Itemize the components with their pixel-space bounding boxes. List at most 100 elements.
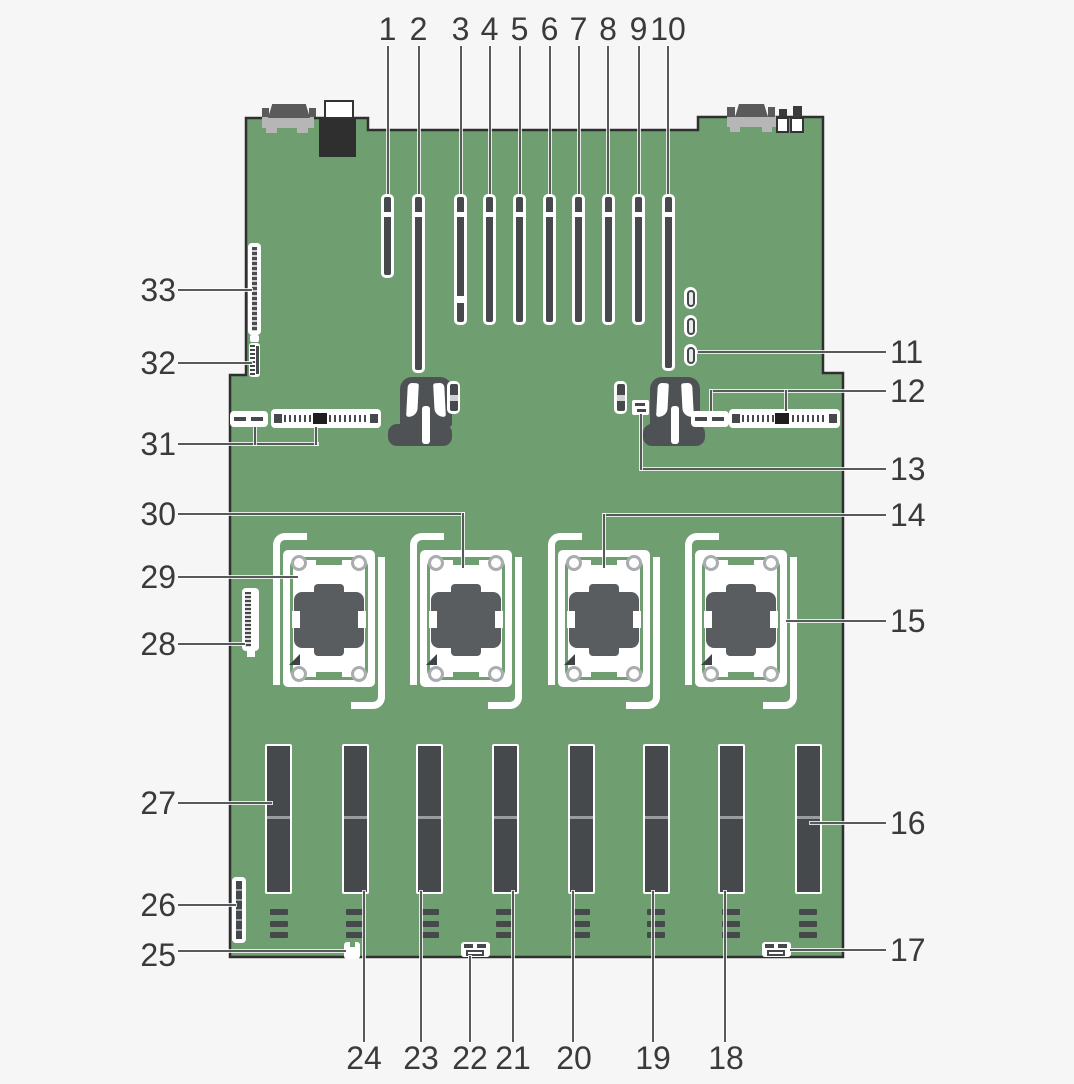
callout-30: 30 (140, 496, 176, 532)
cpu-die-tab (451, 584, 481, 594)
callout-1: 1 (378, 11, 397, 47)
cpu-socket-1 (283, 550, 375, 687)
memory-riser-slot-4 (491, 744, 519, 894)
callout-5: 5 (510, 11, 529, 47)
connector-28-foot (247, 651, 255, 657)
pin-dashes (799, 909, 817, 915)
slot-bar (546, 197, 553, 322)
rear-bracket-right-foot (762, 127, 772, 132)
callout-20: 20 (556, 1040, 592, 1076)
core (236, 881, 242, 939)
pin-dashes (572, 920, 590, 927)
vga-connector-left (268, 104, 310, 118)
slot-bar (493, 746, 517, 892)
cpu-socket-3-rail-left (548, 533, 582, 685)
leader-line-30 (178, 513, 464, 515)
cpu-die-notch (770, 611, 778, 628)
slot-bar (457, 197, 464, 322)
frame-notch (728, 672, 754, 680)
screw-icon (626, 555, 642, 571)
dash (464, 944, 473, 948)
dash (695, 417, 707, 421)
leader-line-30 (462, 513, 464, 568)
cpu-socket-1-rail-right (351, 557, 385, 709)
leader-line-8 (607, 46, 609, 194)
callout-23: 23 (403, 1040, 439, 1076)
leader-line-32 (178, 362, 252, 364)
connector-31-left (230, 411, 268, 427)
dash (234, 417, 246, 421)
cpu-die (294, 592, 364, 648)
screw-icon (566, 555, 582, 571)
cpu-die (569, 592, 639, 648)
mini-vertical-connector (447, 381, 460, 414)
leader-line-22 (469, 956, 471, 1042)
leader-line-17 (790, 949, 886, 951)
riser-guide-bracket-left-wedge (433, 382, 446, 418)
vga-screw-icon (309, 108, 316, 117)
riser-slot-4 (483, 194, 496, 325)
vga-screw-icon (768, 107, 775, 117)
leader-line-33 (178, 289, 252, 291)
riser-guide-bracket-right-stripe (671, 406, 679, 444)
callout-26: 26 (140, 887, 176, 923)
slot-bar (605, 197, 612, 322)
frame-notch (453, 557, 479, 565)
gap (449, 395, 458, 401)
leader-line-12 (785, 390, 787, 411)
leader-line-19 (652, 891, 654, 1042)
memory-riser-slot-2 (341, 744, 369, 894)
callout-25: 25 (140, 937, 176, 973)
cap (370, 414, 378, 423)
core (252, 247, 257, 331)
leader-line-29 (178, 576, 298, 578)
frame-notch (316, 672, 342, 680)
memory-riser-slot-5 (567, 744, 595, 894)
callout-14: 14 (890, 497, 926, 533)
slot-bar (418, 746, 441, 892)
mini-connector-core (686, 346, 695, 364)
cpu-die-notch (292, 611, 300, 628)
rear-bracket-left-foot (297, 128, 308, 133)
slot-bar (635, 197, 642, 322)
memory-riser-slot-1 (265, 744, 292, 894)
jumper-pins (635, 403, 645, 406)
callout-19: 19 (635, 1040, 671, 1076)
callout-17: 17 (890, 932, 926, 968)
screw-icon (703, 555, 719, 571)
connector-26 (232, 877, 246, 943)
leader-line-15 (786, 620, 886, 622)
leader-line-12 (711, 390, 886, 392)
slot-key-notch (384, 212, 391, 217)
riser-slot-7 (572, 194, 585, 325)
pin-dashes (346, 932, 364, 938)
rear-bracket-left (262, 116, 314, 128)
leader-line-31 (178, 443, 318, 445)
pin-dashes (722, 932, 740, 938)
cap (829, 414, 837, 423)
slot-bar (384, 197, 391, 275)
pin-dashes (496, 909, 514, 915)
slot-bar (796, 746, 820, 892)
callout-15: 15 (890, 603, 926, 639)
slot-key-notch (665, 212, 672, 217)
slot-key-notch (516, 212, 523, 217)
callout-12: 12 (890, 373, 926, 409)
cap (274, 414, 282, 423)
slot-mid-line (719, 816, 743, 819)
riser-slot-5 (513, 194, 526, 325)
connector-31-strip (271, 409, 381, 428)
pin-dashes (420, 920, 439, 927)
callout-6: 6 (540, 11, 559, 47)
callout-8: 8 (599, 11, 617, 47)
riser-slot-10 (662, 194, 675, 371)
vga-screw-icon (727, 107, 735, 117)
rear-port-small (793, 106, 802, 117)
pin-dashes (496, 932, 514, 938)
slot-key-notch (546, 212, 553, 217)
callout-27: 27 (140, 785, 176, 821)
leader-line-20 (572, 891, 574, 1042)
pin-dashes (799, 920, 817, 927)
leader-line-31 (315, 427, 317, 445)
